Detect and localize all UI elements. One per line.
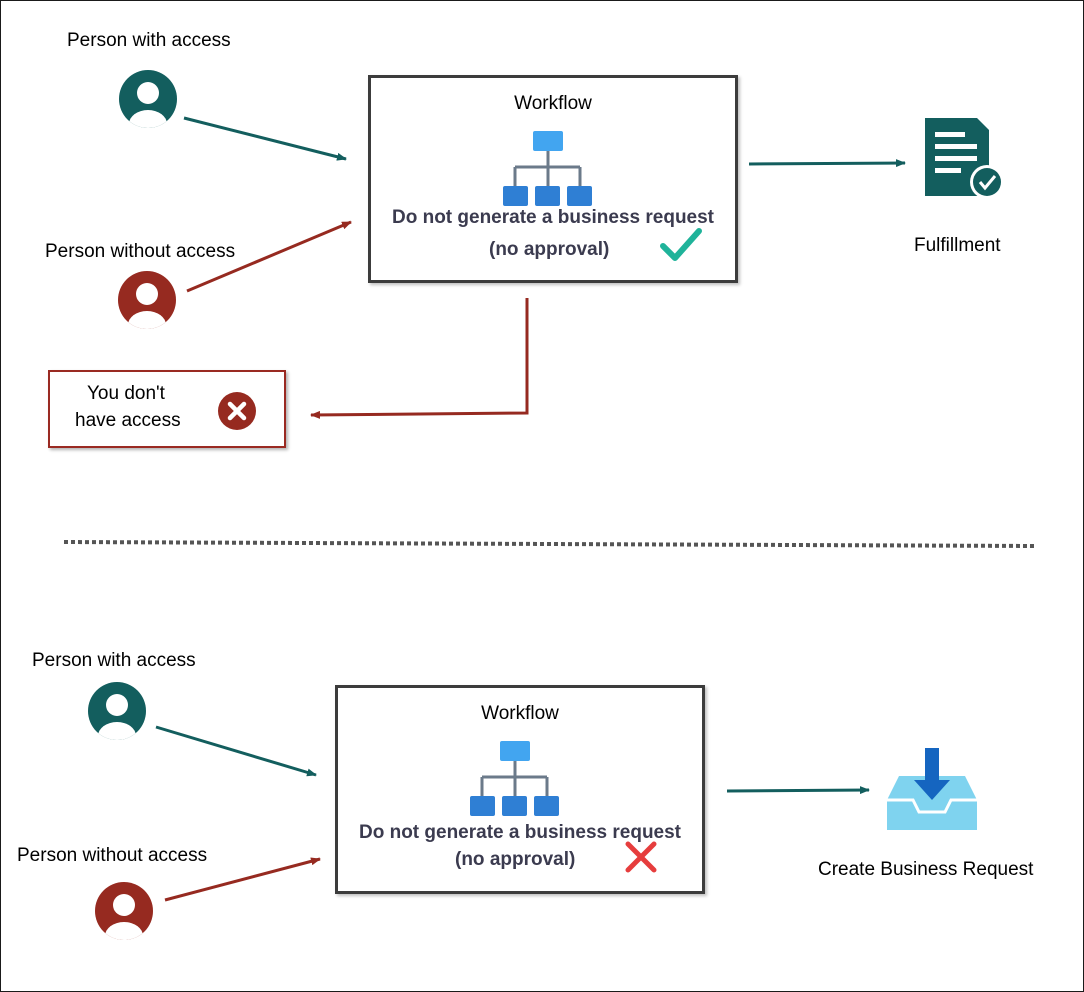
workflow-box: Workflow Do not generate a business requ… xyxy=(368,75,738,283)
x-circle-icon xyxy=(218,392,256,430)
arrow-with-access-to-workflow-top xyxy=(183,116,347,161)
hierarchy-icon xyxy=(503,131,592,206)
user-avatar-icon xyxy=(95,882,153,940)
arrow-workflow-to-fulfillment xyxy=(748,159,906,168)
fulfillment-label: Fulfillment xyxy=(914,235,1001,256)
document-check-icon xyxy=(925,118,1004,199)
person-without-access-label: Person without access xyxy=(17,845,208,866)
person-with-access-label: Person with access xyxy=(67,30,231,51)
inbox-download-icon xyxy=(887,748,977,830)
cross-icon xyxy=(625,841,657,873)
arrow-workflow-to-denied xyxy=(310,298,529,419)
arrow-without-access-to-workflow-bottom xyxy=(164,857,321,902)
arrow-workflow-to-create-request xyxy=(726,786,870,795)
person-without-access-label: Person without access xyxy=(45,241,236,262)
section-divider xyxy=(63,540,1036,548)
workflow-title: Workflow xyxy=(481,703,559,724)
user-avatar-icon xyxy=(88,682,146,740)
person-with-access-label: Person with access xyxy=(32,650,196,671)
arrow-without-access-to-workflow-top xyxy=(186,220,352,293)
workflow-note: (no approval) xyxy=(455,849,576,870)
create-business-request-label: Create Business Request xyxy=(818,859,1034,880)
denied-message-line1: You don't xyxy=(87,383,165,404)
workflow-box: Workflow Do not generate a business requ… xyxy=(335,685,705,894)
access-denied-box: You don't have access xyxy=(48,370,286,448)
workflow-note: (no approval) xyxy=(489,239,610,260)
user-avatar-icon xyxy=(118,271,176,329)
workflow-title: Workflow xyxy=(514,93,592,114)
arrow-with-access-to-workflow-bottom xyxy=(155,725,317,777)
user-avatar-icon xyxy=(119,70,177,128)
check-icon xyxy=(660,228,702,261)
workflow-description: Do not generate a business request xyxy=(391,207,715,228)
workflow-description: Do not generate a business request xyxy=(358,822,682,843)
hierarchy-icon xyxy=(470,741,559,816)
denied-message-line2: have access xyxy=(75,410,181,431)
